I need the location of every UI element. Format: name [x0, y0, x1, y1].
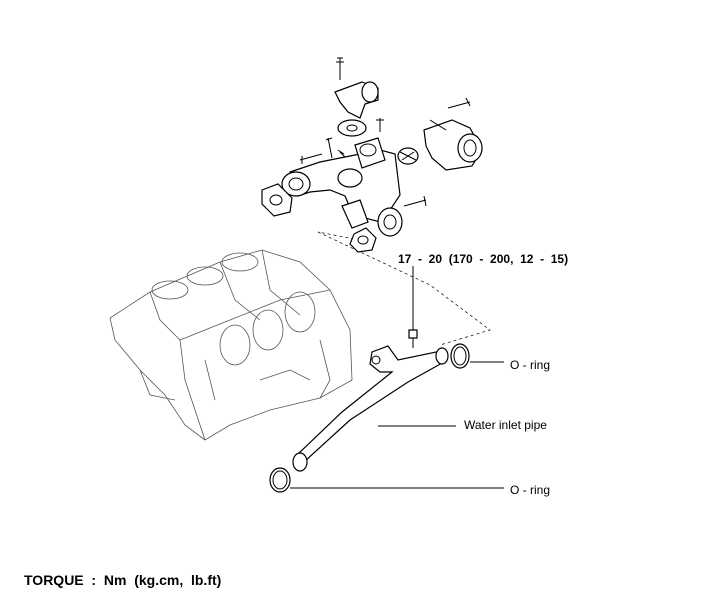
mounting-bolt — [408, 266, 418, 348]
o-ring-top-label: O - ring — [510, 358, 551, 372]
o-ring-bottom-shape — [269, 467, 291, 493]
water-outlet-assembly — [261, 57, 483, 253]
engine-block — [109, 249, 353, 441]
torque-unit-note: TORQUE : Nm (kg.cm, lb.ft) — [24, 572, 222, 588]
leader-lines — [290, 361, 504, 489]
torque-spec-label: 17 - 20 (170 - 200, 12 - 15) — [398, 252, 569, 266]
water-inlet-pipe — [292, 345, 449, 472]
o-ring-bottom-label: O - ring — [510, 483, 551, 497]
o-ring-top-shape — [450, 343, 470, 369]
water-inlet-pipe-label: Water inlet pipe — [464, 418, 547, 432]
alignment-lines — [317, 231, 491, 346]
